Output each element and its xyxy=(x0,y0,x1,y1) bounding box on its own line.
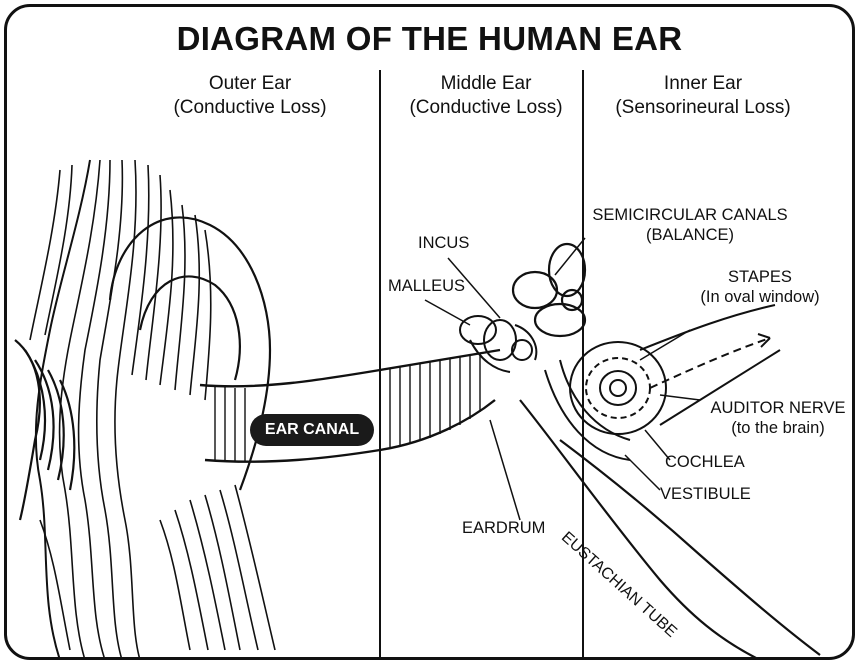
label-incus: INCUS xyxy=(418,233,469,253)
ear-canal-tag: EAR CANAL xyxy=(250,414,374,446)
column-inner-ear: Inner Ear (Sensorineural Loss) xyxy=(598,72,808,120)
label-auditor-nerve: AUDITOR NERVE (to the brain) xyxy=(703,398,853,438)
label-stapes: STAPES (In oval window) xyxy=(690,267,830,307)
vestibule xyxy=(545,360,630,460)
inner-ear-title: Inner Ear xyxy=(598,72,808,96)
pointer-lines xyxy=(425,238,700,520)
inner-ear-loss: (Sensorineural Loss) xyxy=(598,96,808,120)
page-title: DIAGRAM OF THE HUMAN EAR xyxy=(0,20,859,58)
column-middle-ear: Middle Ear (Conductive Loss) xyxy=(386,72,586,120)
semicircular-line1: SEMICIRCULAR CANALS xyxy=(590,205,790,225)
middle-ear-loss: (Conductive Loss) xyxy=(386,96,586,120)
label-eardrum: EARDRUM xyxy=(462,518,545,538)
auricle xyxy=(15,217,270,520)
semicircular-line2: (BALANCE) xyxy=(590,225,790,245)
auditor-line2: (to the brain) xyxy=(703,418,853,438)
column-outer-ear: Outer Ear (Conductive Loss) xyxy=(150,72,350,120)
ossicles xyxy=(460,316,536,372)
stapes-line2: (In oval window) xyxy=(690,287,830,307)
outer-hair xyxy=(30,160,275,660)
middle-ear-title: Middle Ear xyxy=(386,72,586,96)
auditor-line1: AUDITOR NERVE xyxy=(703,398,853,418)
stapes-line1: STAPES xyxy=(690,267,830,287)
label-semicircular-canals: SEMICIRCULAR CANALS (BALANCE) xyxy=(590,205,790,245)
label-malleus: MALLEUS xyxy=(388,276,465,296)
outer-ear-loss: (Conductive Loss) xyxy=(150,96,350,120)
semicircular-canals xyxy=(513,244,585,336)
label-vestibule: VESTIBULE xyxy=(660,484,751,504)
outer-ear-title: Outer Ear xyxy=(150,72,350,96)
label-cochlea: COCHLEA xyxy=(665,452,745,472)
